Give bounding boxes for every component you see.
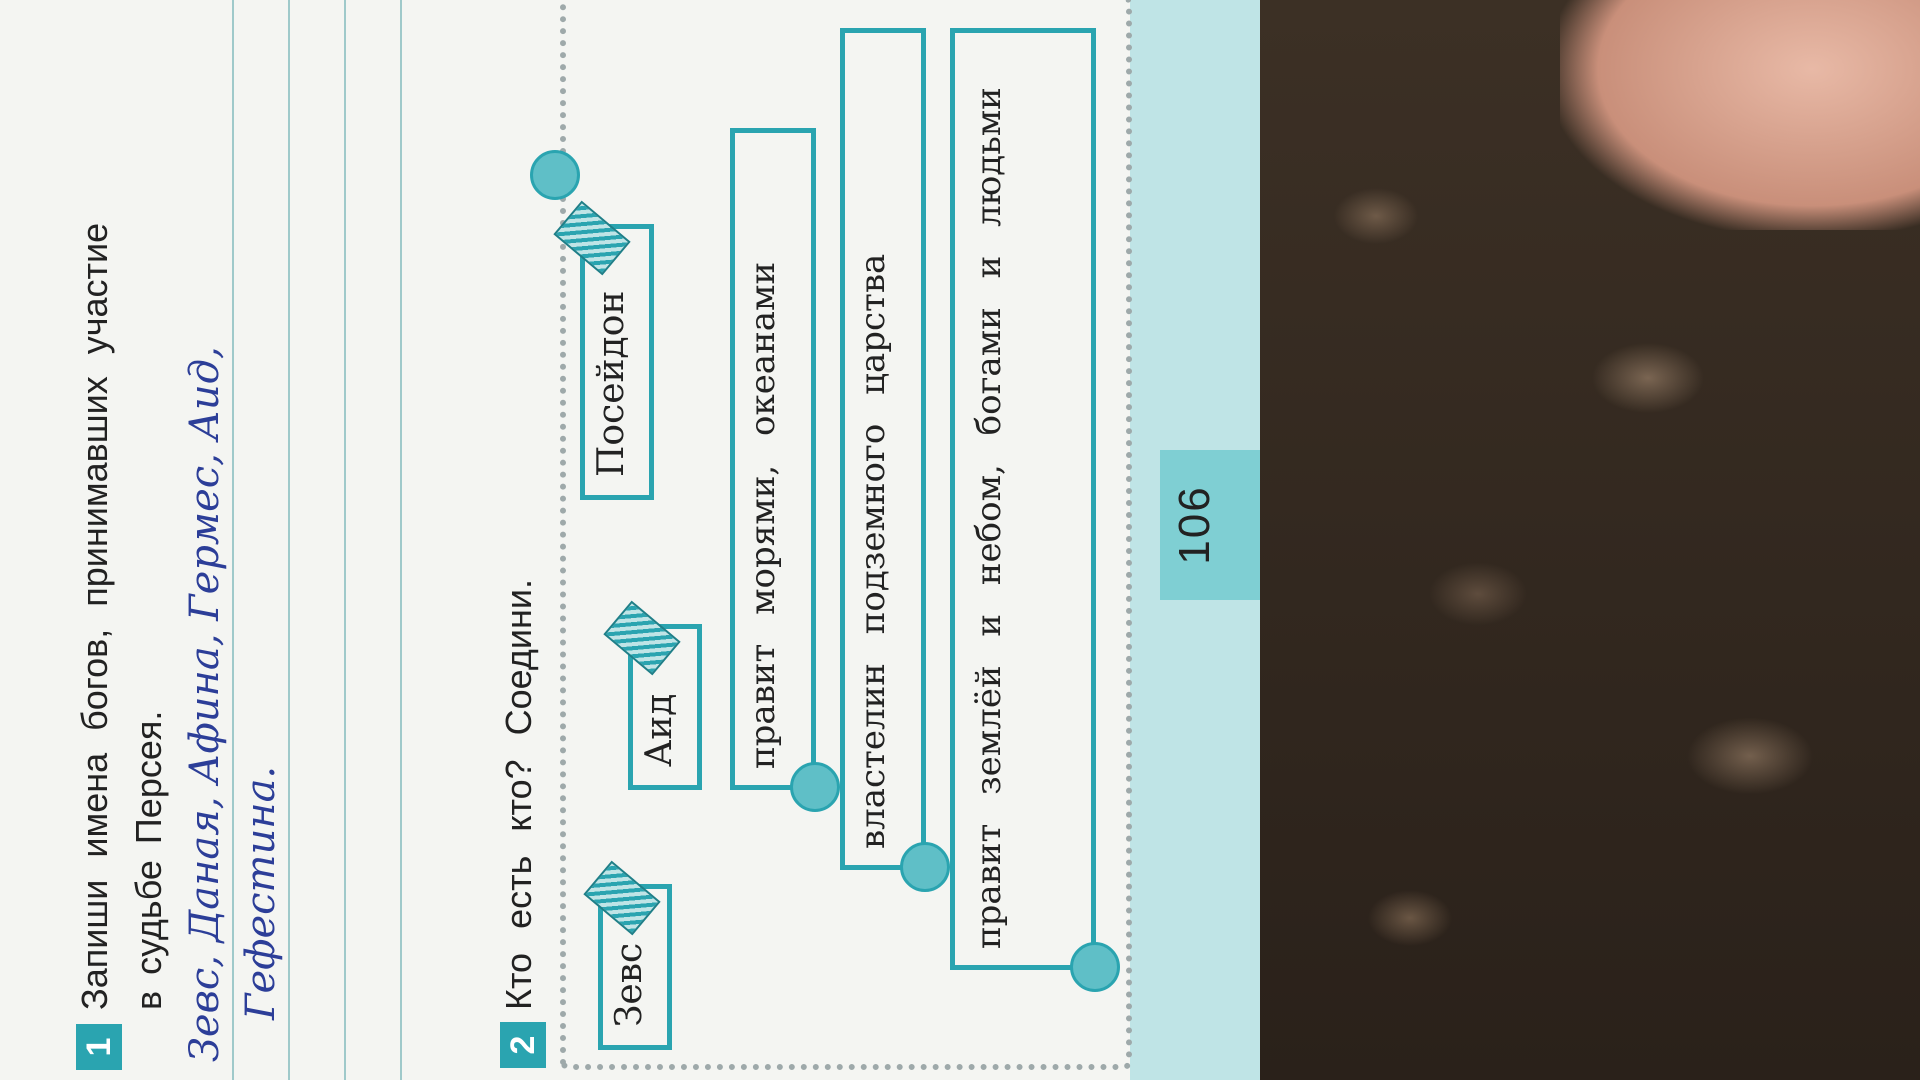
description-box-underworld: властелин подземного царства xyxy=(840,28,926,870)
task-2-title: Кто есть кто? Соедини. xyxy=(498,579,539,1010)
handwritten-answer-line-2: Гефестина. xyxy=(238,765,284,1020)
finger xyxy=(1560,0,1920,230)
ruled-line xyxy=(288,0,290,1080)
ruled-line xyxy=(400,0,402,1080)
connect-dot[interactable] xyxy=(530,150,580,200)
handwritten-answer-line-1: Зевс, Даная, Афина, Гермес, Аид, xyxy=(182,346,228,1062)
task-1-number: 1 xyxy=(76,1024,122,1070)
connect-dot[interactable] xyxy=(790,762,840,812)
workbook-page: 106 1 Запиши имена богов, принимавших уч… xyxy=(0,0,1260,1080)
description-box-seas: правит морями, океанами xyxy=(730,128,816,790)
ruled-line xyxy=(232,0,234,1080)
description-box-sky: правит землёй и небом, богами и людьми xyxy=(950,28,1096,970)
page-number: 106 xyxy=(1170,485,1219,565)
task-1-text-line-2: в судьбе Персея. xyxy=(128,710,169,1010)
ruled-line xyxy=(344,0,346,1080)
connect-dot[interactable] xyxy=(900,842,950,892)
connect-dot[interactable] xyxy=(1070,942,1120,992)
task-2-number: 2 xyxy=(500,1022,546,1068)
task-1-text-line-1: Запиши имена богов, принимавших участие xyxy=(74,222,115,1010)
